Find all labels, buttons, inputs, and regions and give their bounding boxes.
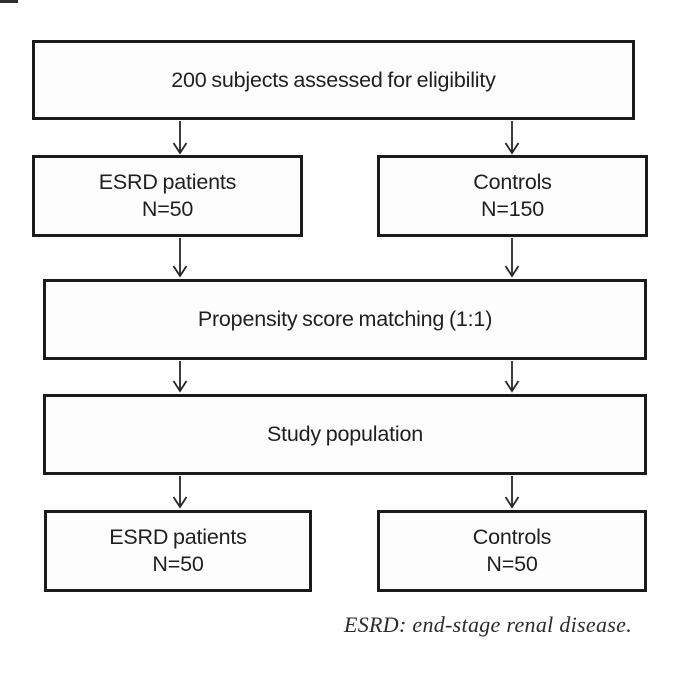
arrow-down-icon [504,476,520,509]
arrow-down-icon [172,361,188,393]
arrow-down-icon [172,121,188,155]
flowchart-box-eligibility: 200 subjects assessed for eligibility [32,40,635,120]
box-label: Propensity score matching (1:1) [197,307,493,331]
flowchart-box-esrd-patients-matched: ESRD patients N=50 [44,510,312,592]
arrow-down-icon [504,361,520,393]
box-label: ESRD patients [98,170,237,194]
flowchart-box-propensity-matching: Propensity score matching (1:1) [43,279,647,360]
scan-artifact-mark [0,0,18,3]
box-count: N=50 [141,197,194,221]
box-count: N=50 [152,552,204,576]
box-label: Controls [472,525,552,549]
box-count: N=150 [481,197,544,221]
arrow-down-icon [172,238,188,278]
box-label: ESRD patients [109,525,247,549]
box-label: Study population [267,422,423,446]
flowchart-box-controls-matched: Controls N=50 [377,510,647,592]
box-label: 200 subjects assessed for eligibility [171,67,496,92]
flowchart-box-controls-initial: Controls N=150 [377,155,648,237]
arrow-down-icon [504,238,520,278]
arrow-down-icon [172,476,188,509]
box-label: Controls [473,170,552,194]
flowchart-box-study-population: Study population [43,394,647,475]
box-count: N=50 [486,552,538,576]
arrow-down-icon [504,121,520,155]
flowchart-box-esrd-patients-initial: ESRD patients N=50 [32,155,303,237]
figure-footnote: ESRD: end-stage renal disease. [343,612,632,637]
